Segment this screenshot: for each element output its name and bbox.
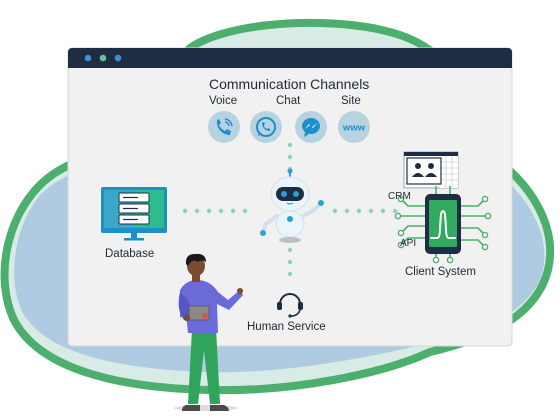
client-system-phone-icon [394,186,492,264]
presenter-person [174,253,243,411]
channel-www-icon: www [338,111,370,143]
api-label: API [400,238,417,249]
www-icon-text: www [342,123,366,134]
client-system-label: Client System [405,266,476,278]
diagram-title: Communication Channels [209,76,370,92]
window-dot-1 [84,54,92,62]
window-dot-3 [114,54,122,62]
headset-icon [277,293,303,318]
channel-label-site: Site [341,95,361,107]
database-label: Database [105,248,155,260]
crm-panel-icon [403,151,459,189]
human-service-label: Human Service [247,321,326,333]
channel-whatsapp-icon [250,111,282,143]
window-dot-2 [99,54,107,62]
crm-label: CRM [388,191,411,202]
channel-label-chat: Chat [276,95,301,107]
chatbot-robot-icon [260,168,324,243]
channel-phone-icon [208,111,240,143]
channel-label-voice: Voice [209,95,238,107]
channel-messenger-icon [295,111,327,143]
database-monitor-icon [101,187,167,241]
